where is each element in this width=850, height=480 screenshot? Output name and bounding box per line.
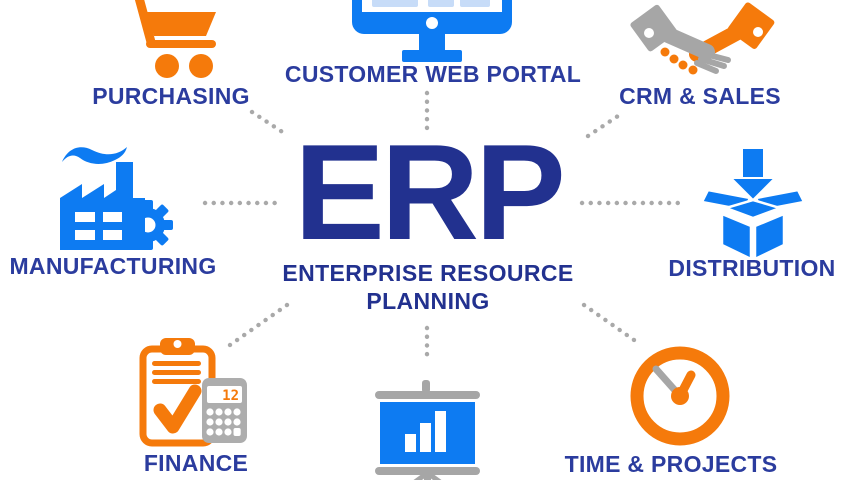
connector-time-projects (581, 302, 637, 343)
module-label-time-projects: TIME & PROJECTS (564, 451, 778, 477)
clock-icon (630, 346, 730, 446)
erp-subtitle-line1: ENTERPRISE RESOURCE (282, 260, 574, 286)
factory-icon (60, 147, 173, 250)
clipboard-calculator-icon: 12 (139, 338, 247, 447)
erp-acronym: ERP (294, 116, 566, 268)
calculator-display: 12 (222, 388, 239, 404)
module-label-customer-web-portal: CUSTOMER WEB PORTAL (284, 61, 582, 87)
shopping-cart-icon (134, 0, 216, 78)
module-label-manufacturing: MANUFACTURING (9, 253, 217, 279)
open-box-arrow-icon (700, 147, 806, 261)
handshake-icon (630, 2, 775, 75)
module-label-purchasing: PURCHASING (92, 83, 250, 109)
erp-subtitle-line2: PLANNING (366, 288, 490, 314)
connector-purchasing (249, 109, 290, 138)
connector-crm-sales (585, 109, 627, 139)
presentation-chart-icon (375, 380, 480, 480)
desktop-monitor-icon (352, 0, 512, 62)
module-label-distribution: DISTRIBUTION (668, 255, 836, 281)
module-label-crm-sales: CRM & SALES (619, 83, 781, 109)
module-label-finance: FINANCE (143, 450, 249, 476)
